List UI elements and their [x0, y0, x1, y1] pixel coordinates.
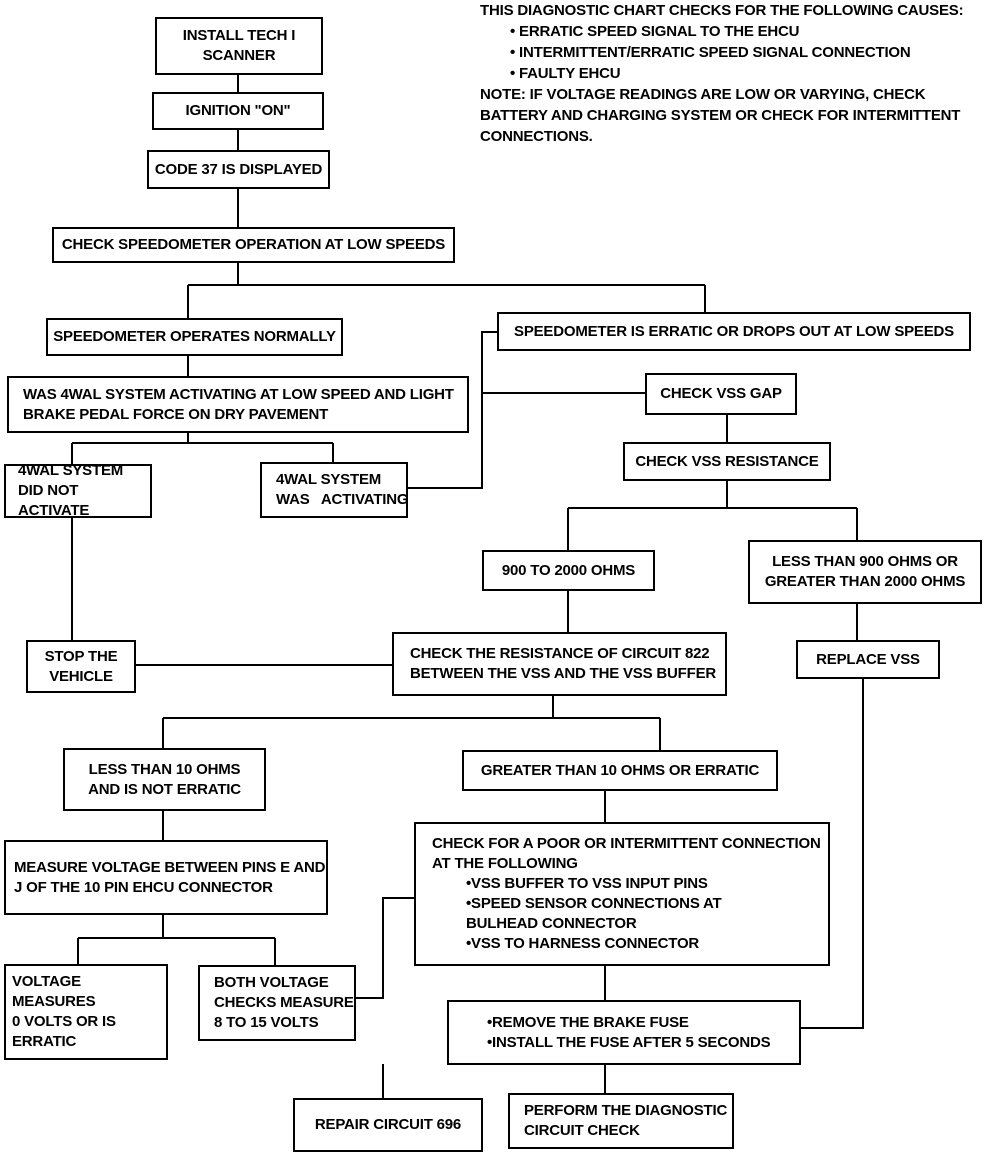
- box-900-to-2000-ohms: 900 TO 2000 OHMS: [482, 550, 655, 591]
- intro-note: NOTE: IF VOLTAGE READINGS ARE LOW OR VAR…: [480, 86, 961, 145]
- connector-both-poorconn: [355, 897, 414, 999]
- cause-item: • FAULTY EHCU: [510, 65, 621, 82]
- box-ignition-on: IGNITION "ON": [152, 92, 324, 130]
- box-check-poor-connection: CHECK FOR A POOR OR INTERMITTENT CONNECT…: [414, 822, 830, 966]
- box-check-speedometer: CHECK SPEEDOMETER OPERATION AT LOW SPEED…: [52, 227, 455, 263]
- box-repair-circuit-696: REPAIR CIRCUIT 696: [293, 1098, 483, 1152]
- box-check-vss-gap: CHECK VSS GAP: [645, 373, 797, 415]
- connector-replace-fuse: [800, 678, 864, 1029]
- box-greater-than-10-ohms: GREATER THAN 10 OHMS OR ERRATIC: [462, 750, 778, 791]
- cause-item: • ERRATIC SPEED SIGNAL TO THE EHCU: [510, 23, 800, 40]
- box-replace-vss: REPLACE VSS: [796, 640, 940, 679]
- box-speedometer-normal: SPEEDOMETER OPERATES NORMALLY: [46, 318, 343, 356]
- cause-item: • INTERMITTENT/ERRATIC SPEED SIGNAL CONN…: [510, 44, 911, 61]
- box-code-37: CODE 37 IS DISPLAYED: [147, 150, 330, 189]
- intro-header: THIS DIAGNOSTIC CHART CHECKS FOR THE FOL…: [480, 2, 964, 19]
- chart-intro-notes: THIS DIAGNOSTIC CHART CHECKS FOR THE FOL…: [480, 0, 980, 147]
- box-was-4wal-activating: WAS 4WAL SYSTEM ACTIVATING AT LOW SPEED …: [7, 376, 469, 433]
- box-remove-brake-fuse: •REMOVE THE BRAKE FUSE•INSTALL THE FUSE …: [447, 1000, 801, 1065]
- connector-erratic-gap-return: [408, 331, 497, 489]
- box-check-vss-resistance: CHECK VSS RESISTANCE: [623, 442, 831, 481]
- box-speedometer-erratic: SPEEDOMETER IS ERRATIC OR DROPS OUT AT L…: [497, 312, 971, 351]
